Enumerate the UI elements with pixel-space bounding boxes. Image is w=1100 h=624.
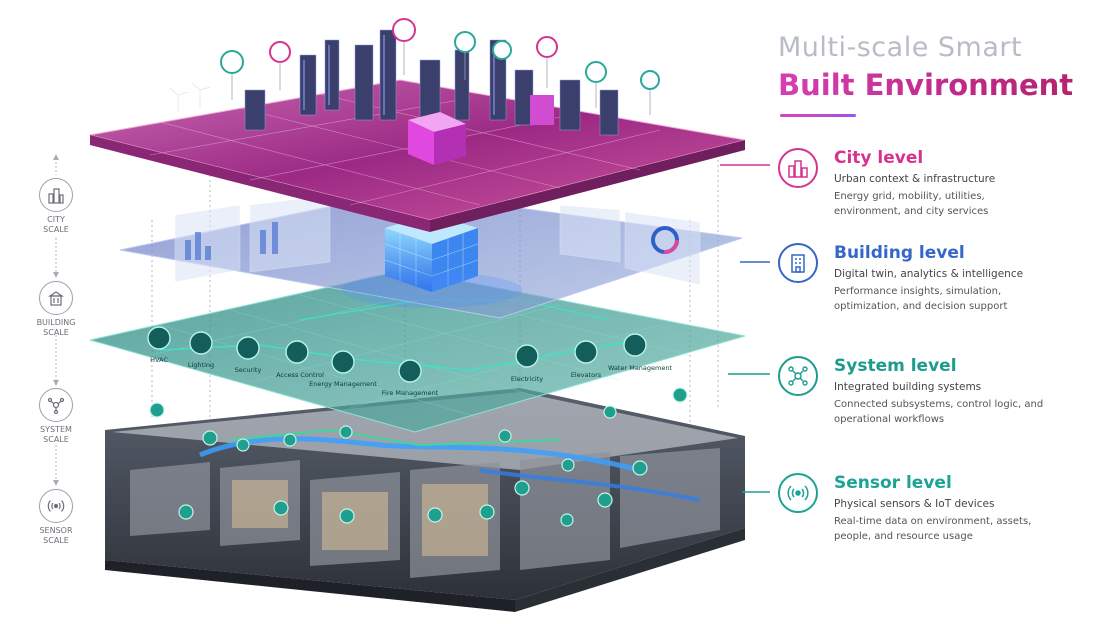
sensor-scale-line1: SENSOR <box>39 526 73 535</box>
hvac-node <box>147 326 171 350</box>
lighting-node <box>189 331 213 355</box>
fire-management-label: Fire Management <box>382 389 439 397</box>
building-scale-line2: SCALE <box>43 328 69 337</box>
electricity-node <box>515 344 539 368</box>
building-icon <box>778 243 818 283</box>
city-scale-line2: SCALE <box>43 225 69 234</box>
water-management-node <box>623 333 647 357</box>
system-scale-line2: SCALE <box>43 435 69 444</box>
sensor-level-description: Real-time data on environment, assets, p… <box>834 516 1032 542</box>
system-scale-line1: SYSTEM <box>40 425 72 434</box>
city-layer <box>89 18 746 232</box>
energy-management-node <box>331 350 355 374</box>
access-control-label: Access Control <box>276 371 324 379</box>
security-node <box>236 336 260 360</box>
sensor-layer <box>105 387 745 612</box>
city-level-subtitle: Urban context & infrastructure <box>834 173 996 185</box>
building-level-title: Building level <box>834 243 965 263</box>
elevators-label: Elevators <box>571 371 602 379</box>
label-connectors <box>720 164 770 493</box>
city-scale-line1: CITY <box>47 215 65 224</box>
network-nodes-icon <box>778 356 818 396</box>
system-level-subtitle: Integrated building systems <box>834 381 982 393</box>
energy-management-label: Energy Management <box>309 380 377 388</box>
fire-management-node <box>398 359 422 383</box>
building-level-subtitle: Digital twin, analytics & intelligence <box>834 268 1024 280</box>
elevators-node <box>574 340 598 364</box>
sensor-scale-line2: SCALE <box>43 536 69 545</box>
security-label: Security <box>235 366 262 374</box>
network-icon <box>39 388 73 422</box>
building-icon <box>39 281 73 315</box>
sensor-level-subtitle: Physical sensors & IoT devices <box>834 498 995 510</box>
title-line-2: Built Environment <box>778 68 1074 102</box>
system-level-description: Connected subsystems, control logic, and… <box>834 399 1044 425</box>
building-level-description: Performance insights, simulation, optimi… <box>834 286 1008 312</box>
city-icon <box>39 178 73 212</box>
water-management-label: Water Management <box>608 364 673 372</box>
title-line-1: Multi-scale Smart <box>778 32 1023 63</box>
electricity-label: Electricity <box>511 375 543 383</box>
sensor-level-title: Sensor level <box>834 473 952 493</box>
building-scale-line1: BUILDING <box>36 318 76 327</box>
system-layer: HVAC Lighting Security Access Control En… <box>89 269 746 433</box>
sensor-icon <box>39 489 73 523</box>
system-level-title: System level <box>834 356 957 376</box>
city-skyline-icon <box>778 148 818 188</box>
hvac-label: HVAC <box>150 356 168 364</box>
title-underline <box>780 114 856 117</box>
access-control-node <box>285 340 309 364</box>
city-level-title: City level <box>834 148 924 168</box>
city-level-description: Energy grid, mobility, utilities, enviro… <box>834 191 989 217</box>
lighting-label: Lighting <box>188 361 214 369</box>
wireless-sensor-icon <box>778 473 818 513</box>
